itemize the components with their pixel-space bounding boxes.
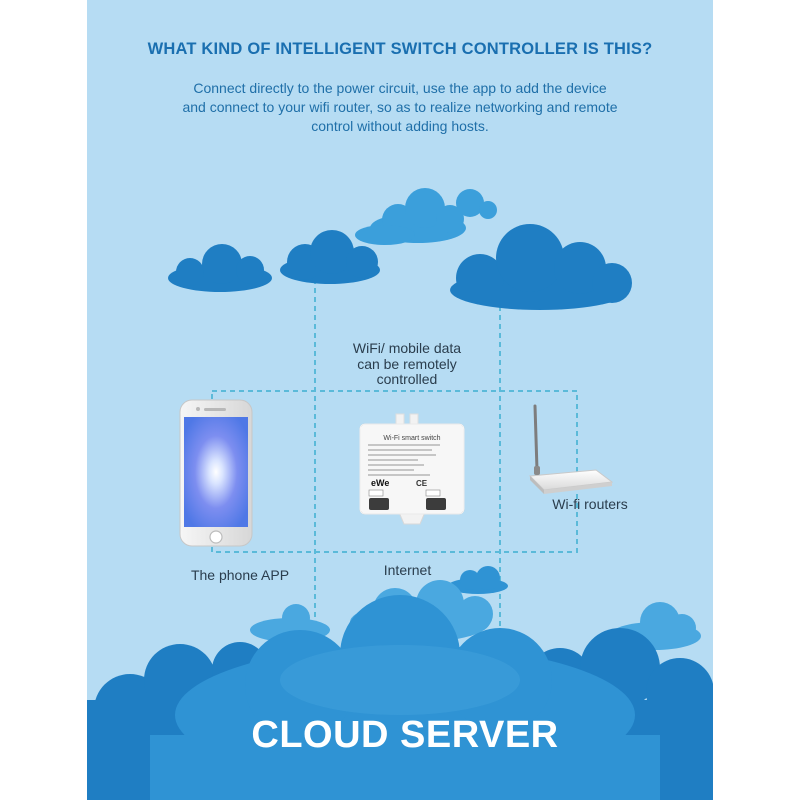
cloud-server-icon [150,595,660,800]
cloud-highlight [280,645,520,715]
wifi-router-label: Wi-fi routers [552,496,628,512]
cloud-icon [355,188,497,245]
intro-line: and connect to your wifi router, so as t… [182,99,618,115]
smartphone-icon [179,399,253,547]
intro-text: Connect directly to the power circuit, u… [150,79,650,136]
device-brand: eWe [371,478,389,488]
wifi-label-line: controlled [376,371,438,387]
cloud-icon [448,566,508,594]
cloud-server-label: CLOUD SERVER [251,714,559,756]
phone-app-label: The phone APP [190,567,290,583]
smart-switch-icon: Wi-Fi smart switch eWe CE [359,413,465,525]
wifi-label-line: can be remotely [357,355,457,372]
device-marks: CE [416,479,428,488]
intro-line: control without adding hosts. [311,118,489,134]
cloud-icon [280,230,380,284]
intro-line: Connect directly to the power circuit, u… [193,80,607,96]
internet-label: Internet [383,562,432,578]
cloud-icon [168,244,272,292]
wifi-data-label: WiFi/ mobile data can be remotely contro… [327,340,487,388]
device-header: Wi-Fi smart switch [383,435,440,442]
cloud-icon [450,224,632,310]
wifi-router-icon [528,404,614,494]
wifi-label-line: WiFi/ mobile data [352,340,462,356]
page-title: WHAT KIND OF INTELLIGENT SWITCH CONTROLL… [147,40,653,58]
